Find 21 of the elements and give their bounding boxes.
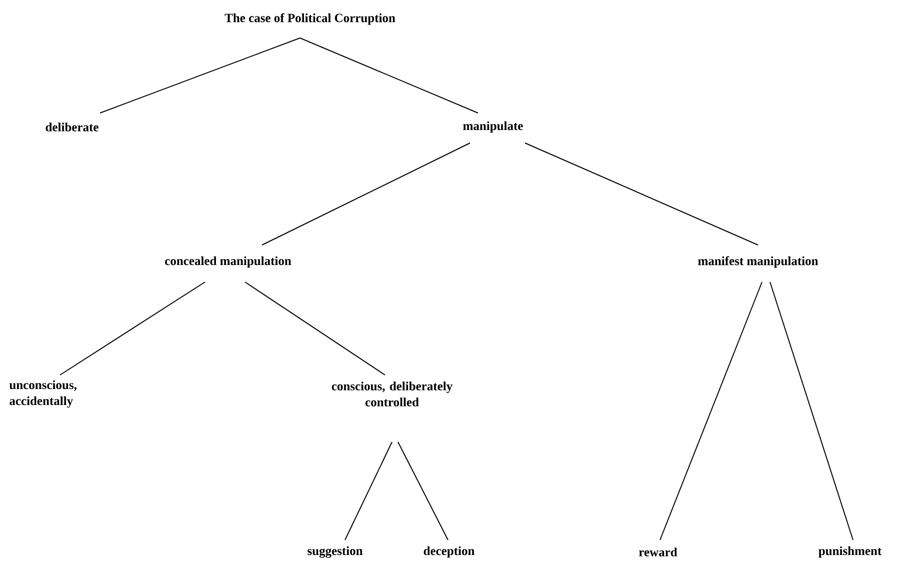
connector-line [244,282,386,376]
node-label: unconscious, accidentally [9,380,76,408]
connector-line [398,442,448,540]
connector-line [344,442,392,540]
connector-line [660,282,762,540]
connector-line [100,38,300,114]
connector-line [770,282,854,540]
node-label: manifest manipulation [698,256,818,268]
connector-line [524,142,758,246]
connector-line [60,282,206,376]
node-label: concealed manipulation [165,256,292,268]
connector-line [300,38,478,114]
connector-line [262,142,470,246]
node-label: manipulate [463,121,523,133]
node-label: deliberate [46,122,98,132]
title-text: The case of Political Corruption [224,13,396,25]
node-label: deception [424,546,474,558]
node-label: conscious, deliberately controlled [332,382,452,406]
node-label: punishment [818,546,882,558]
node-label: reward [639,548,678,556]
node-label: suggestion [308,546,363,558]
